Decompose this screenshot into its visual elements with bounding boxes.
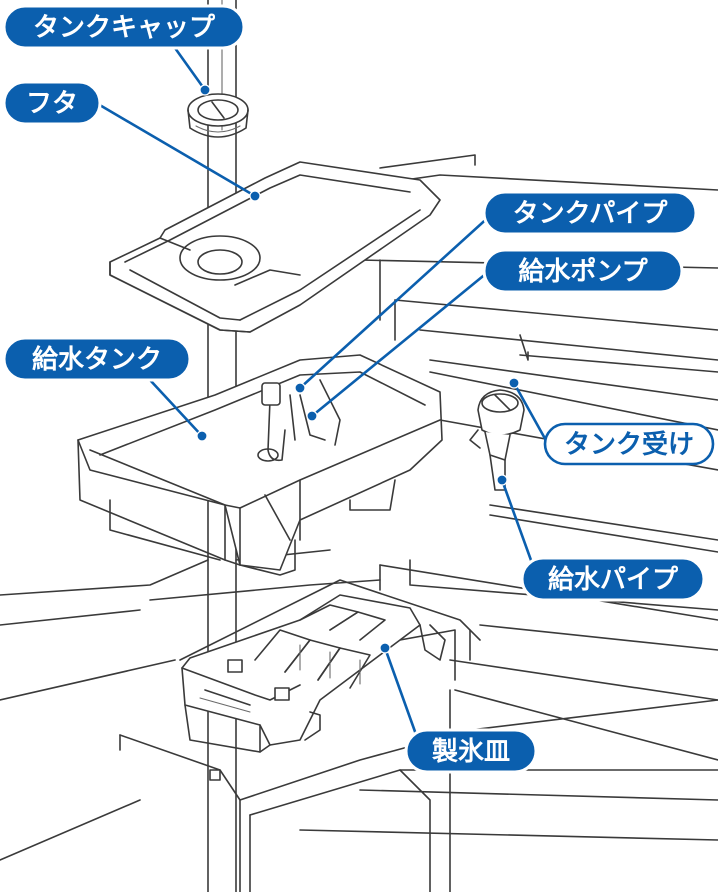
leader-dot-tank-pipe: [294, 382, 306, 394]
label-lid-text: フタ: [26, 89, 78, 119]
label-supply-pipe-text: 給水パイプ: [548, 564, 679, 595]
leader-tank-pipe: [298, 212, 494, 390]
leader-dot-lid: [249, 190, 261, 202]
label-ice-tray-text: 製氷皿: [432, 737, 510, 767]
tank-cap: [187, 93, 249, 138]
label-tank-pipe-text: タンクパイプ: [513, 199, 669, 229]
water-tank-body: [77, 354, 443, 576]
label-water-tank-text: 給水タンク: [32, 344, 162, 375]
leader-dot-tank-cap: [199, 84, 211, 96]
cabinet-right-interior: [299, 154, 718, 892]
label-lid: フタ: [2, 80, 102, 126]
label-water-tank: 給水タンク: [2, 336, 192, 382]
leader-ice-tray: [383, 646, 420, 742]
leader-dot-tank-holder: [508, 377, 520, 389]
label-tank-pipe: タンクパイプ: [482, 190, 698, 236]
label-water-pump-text: 給水ポンプ: [518, 256, 648, 287]
cabinet-left-floor: [0, 549, 381, 892]
leader-dot-water-pump: [306, 410, 318, 422]
leader-dot-supply-pipe: [496, 474, 508, 486]
tank-holder-part: [469, 389, 525, 491]
leader-lines: [96, 46, 550, 742]
label-water-pump: 給水ポンプ: [482, 248, 684, 294]
label-tank-cap-text: タンクキャップ: [33, 13, 216, 43]
leader-tank-holder: [512, 381, 550, 446]
label-tank-cap: タンクキャップ: [2, 4, 246, 50]
label-supply-pipe: 給水パイプ: [520, 556, 706, 602]
leader-dot-water-tank: [196, 430, 208, 442]
label-tank-holder: タンク受け: [543, 422, 715, 466]
leader-water-pump: [310, 270, 490, 418]
label-ice-tray: 製氷皿: [404, 728, 538, 774]
leader-supply-pipe: [500, 478, 534, 565]
label-tank-holder-text: タンク受け: [564, 429, 694, 460]
ice-tray-part: [181, 594, 446, 753]
leader-water-tank: [148, 378, 204, 438]
tank-lid: [109, 161, 441, 333]
leader-dot-ice-tray: [379, 642, 391, 654]
leader-lid: [96, 102, 257, 198]
leader-tank-cap: [173, 46, 207, 92]
part-labels: タンクキャップ フタ タンクパイプ 給水ポンプ 給水タンク タンク受け 給水パイ…: [2, 4, 715, 774]
